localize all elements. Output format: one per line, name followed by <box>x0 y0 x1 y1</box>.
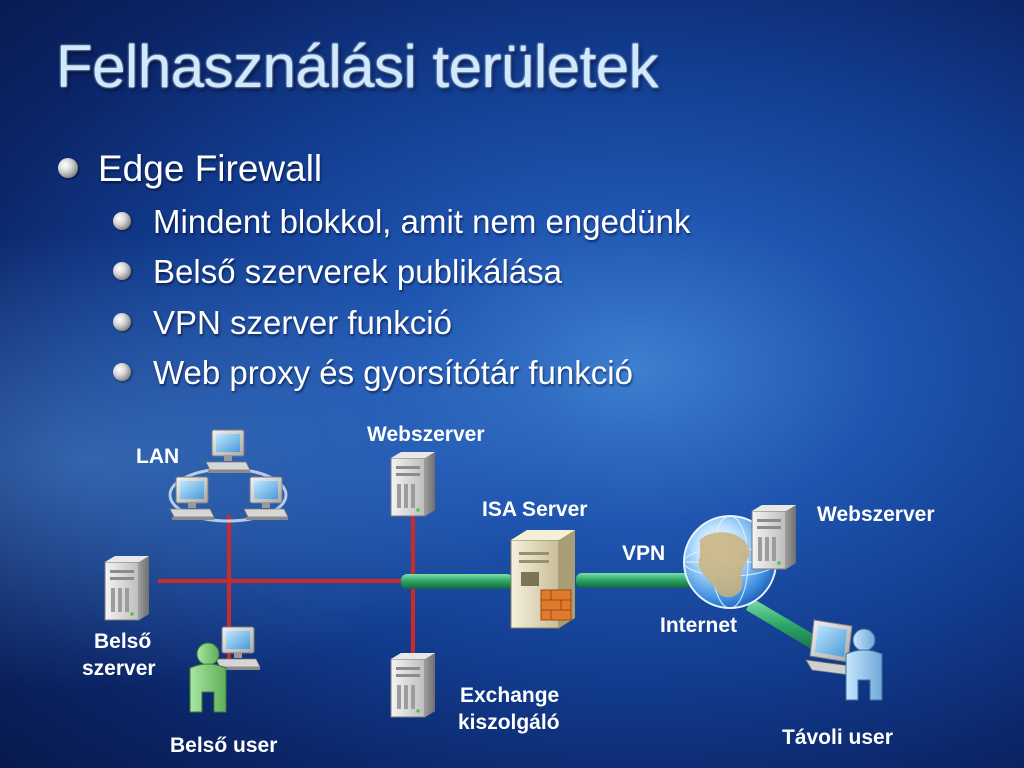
bullet-text: Edge Firewall <box>98 148 323 189</box>
webserver-internal-icon <box>390 451 436 517</box>
bullet-marker-icon <box>113 363 131 382</box>
internal-server-icon <box>104 555 150 621</box>
label-lan: LAN <box>136 445 179 468</box>
sub-bullet-4: Web proxy és gyorsítótár funkció <box>113 354 633 392</box>
label-webserver-internal: Webszerver <box>367 423 485 446</box>
bullet-marker-icon <box>58 158 78 179</box>
label-exchange-1: Exchange <box>460 684 559 707</box>
label-isa-server: ISA Server <box>482 498 587 521</box>
vpn-pipes <box>401 573 830 656</box>
sub-bullet-1: Mindent blokkol, amit nem engedünk <box>113 203 690 241</box>
label-tavoli-user: Távoli user <box>782 726 893 749</box>
label-belso-user: Belső user <box>170 734 277 757</box>
label-webserver-internet: Webszerver <box>817 503 935 526</box>
bullet-marker-icon <box>113 212 131 231</box>
isa-lan-pipe <box>401 574 513 589</box>
laptop-user-icon <box>805 619 883 701</box>
label-internet: Internet <box>660 614 737 637</box>
lan-wiring <box>158 478 415 665</box>
sub-bullet-text: Belső szerverek publikálása <box>153 253 563 290</box>
vpn-pipe <box>576 573 698 588</box>
bullet-marker-icon <box>113 262 131 281</box>
sub-bullet-text: Mindent blokkol, amit nem engedünk <box>153 203 691 240</box>
label-belso-szerver-2: szerver <box>82 657 156 680</box>
label-belso-szerver-1: Belső <box>94 630 151 653</box>
sub-bullet-text: Web proxy és gyorsítótár funkció <box>153 354 633 391</box>
slide-title: Felhasználási területek <box>56 33 659 100</box>
user-workstation-icon <box>189 626 261 713</box>
sub-bullet-text: VPN szerver funkció <box>153 304 452 341</box>
sub-bullet-3: VPN szerver funkció <box>113 304 452 342</box>
lan-computers-icon <box>168 429 289 523</box>
exchange-server-icon <box>390 652 436 718</box>
webserver-internet-icon <box>751 504 797 570</box>
sub-bullet-2: Belső szerverek publikálása <box>113 253 562 291</box>
label-vpn: VPN <box>622 542 665 565</box>
isa-server-icon <box>510 530 575 629</box>
label-exchange-2: kiszolgáló <box>458 711 560 734</box>
bullet-edge-firewall: Edge Firewall <box>58 148 322 190</box>
internet-remote-pipe <box>746 598 830 656</box>
bullet-marker-icon <box>113 313 131 332</box>
